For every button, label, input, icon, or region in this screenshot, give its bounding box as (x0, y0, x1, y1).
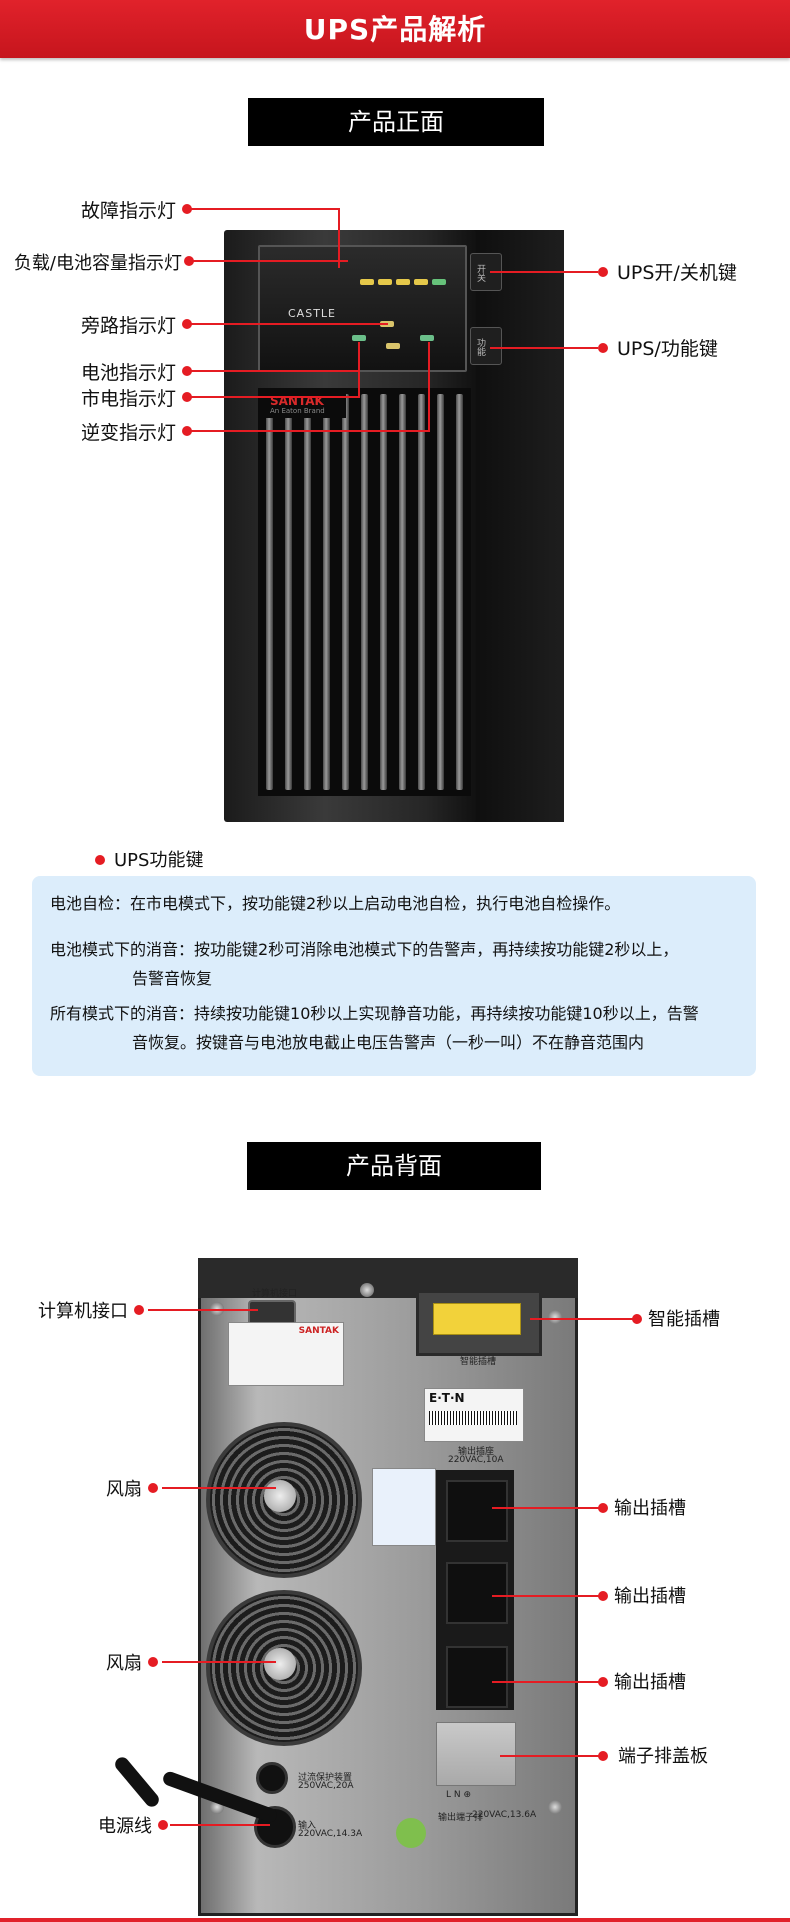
input-text: 输入 (298, 1821, 317, 1831)
header-bar (0, 0, 790, 58)
output-socket-text: 输出插座 (458, 1447, 495, 1457)
santak-logo-sub: An Eaton Brand (270, 407, 325, 415)
inverter-led (420, 335, 434, 341)
smart-slot[interactable] (416, 1290, 542, 1356)
output-socket-3[interactable] (446, 1646, 508, 1708)
label-mains-led: 市电指示灯 (80, 388, 176, 410)
cert-sticker (372, 1468, 436, 1546)
label-output-socket-2: 输出插槽 (614, 1586, 686, 1607)
info-item-2: 电池模式下的消音：按功能键2秒可消除电池模式下的告警声，再持续按功能键2秒以上， (50, 940, 679, 959)
footer-bar (0, 1918, 790, 1922)
load-led-3 (396, 279, 410, 285)
front-grille (258, 388, 471, 796)
fault-led (432, 279, 446, 285)
label-terminal-cover: 端子排盖板 (618, 1746, 708, 1767)
info-item-3: 所有模式下的消音：持续按功能键10秒以上实现静音功能，再持续按功能键10秒以上，… (50, 1004, 699, 1023)
label-power-key: UPS开/关机键 (617, 262, 737, 284)
function-key-info: 电池自检：在市电模式下，按功能键2秒以上启动电池自检，执行电池自检操作。 电池模… (32, 876, 756, 1076)
output-socket-rating: 220VAC,10A (448, 1455, 504, 1465)
function-button-text: 功能 (475, 338, 485, 356)
eaton-sticker: E·T·N (424, 1388, 524, 1442)
breaker-rating: 250VAC,20A (298, 1781, 354, 1791)
control-panel: CASTLE (258, 245, 467, 372)
ups-front-side (472, 230, 564, 822)
input-rating: 220VAC,14.3A (298, 1829, 363, 1839)
info-item-1: 电池自检：在市电模式下，按功能键2秒以上启动电池自检，执行电池自检操作。 (50, 894, 621, 913)
power-cable (112, 1754, 162, 1810)
breaker[interactable] (256, 1762, 288, 1794)
function-key-title: UPS功能键 (114, 850, 204, 871)
label-fan-2: 风扇 (106, 1653, 142, 1674)
output-socket-2[interactable] (446, 1562, 508, 1624)
label-battery-led: 电池指示灯 (80, 362, 176, 384)
label-power-cable: 电源线 (98, 1816, 152, 1837)
label-fan-1: 风扇 (106, 1479, 142, 1500)
label-output-socket-3: 输出插槽 (614, 1672, 686, 1693)
battery-led (352, 335, 366, 341)
info-item-2-cont: 告警音恢复 (132, 969, 213, 988)
smart-slot-text: 智能插槽 (460, 1357, 497, 1367)
load-led-4 (414, 279, 428, 285)
terminal-cover[interactable] (436, 1722, 516, 1786)
function-button[interactable]: 功能 (470, 327, 502, 365)
label-load-battery-led: 负载/电池容量指示灯 (13, 253, 182, 274)
terminal-rating: 220VAC,13.6A (472, 1810, 537, 1820)
back-section-title: 产品背面 (247, 1142, 541, 1190)
computer-port-text: 计算机接口 (252, 1289, 298, 1299)
load-led-2 (378, 279, 392, 285)
label-bypass-led: 旁路指示灯 (80, 315, 176, 337)
page-title: UPS产品解析 (303, 13, 487, 46)
label-smart-slot: 智能插槽 (648, 1309, 720, 1330)
terminal-text: 输出端子排 (438, 1813, 484, 1823)
label-fault-led: 故障指示灯 (80, 200, 176, 222)
label-function-key: UPS/功能键 (617, 338, 718, 360)
nameplate-brand: SANTAK (298, 1326, 339, 1336)
lnpe-text: L N ⊕ (446, 1790, 472, 1800)
front-section-title: 产品正面 (248, 98, 544, 146)
info-item-3-cont: 音恢复。按键音与电池放电截止电压告警声（一秒一叫）不在静音范围内 (132, 1033, 645, 1052)
mains-led (386, 343, 400, 349)
label-inverter-led: 逆变指示灯 (80, 422, 176, 444)
green-badge (396, 1818, 426, 1848)
label-output-socket-1: 输出插槽 (614, 1498, 686, 1519)
label-computer-port: 计算机接口 (38, 1301, 128, 1322)
breaker-text: 过流保护装置 (298, 1773, 353, 1783)
power-button-text: 开关 (475, 264, 485, 282)
output-socket-1[interactable] (446, 1480, 508, 1542)
eaton-logo: E·T·N (429, 1391, 465, 1405)
nameplate: SANTAK (228, 1322, 344, 1386)
panel-brand: CASTLE (288, 307, 336, 320)
load-led-1 (360, 279, 374, 285)
